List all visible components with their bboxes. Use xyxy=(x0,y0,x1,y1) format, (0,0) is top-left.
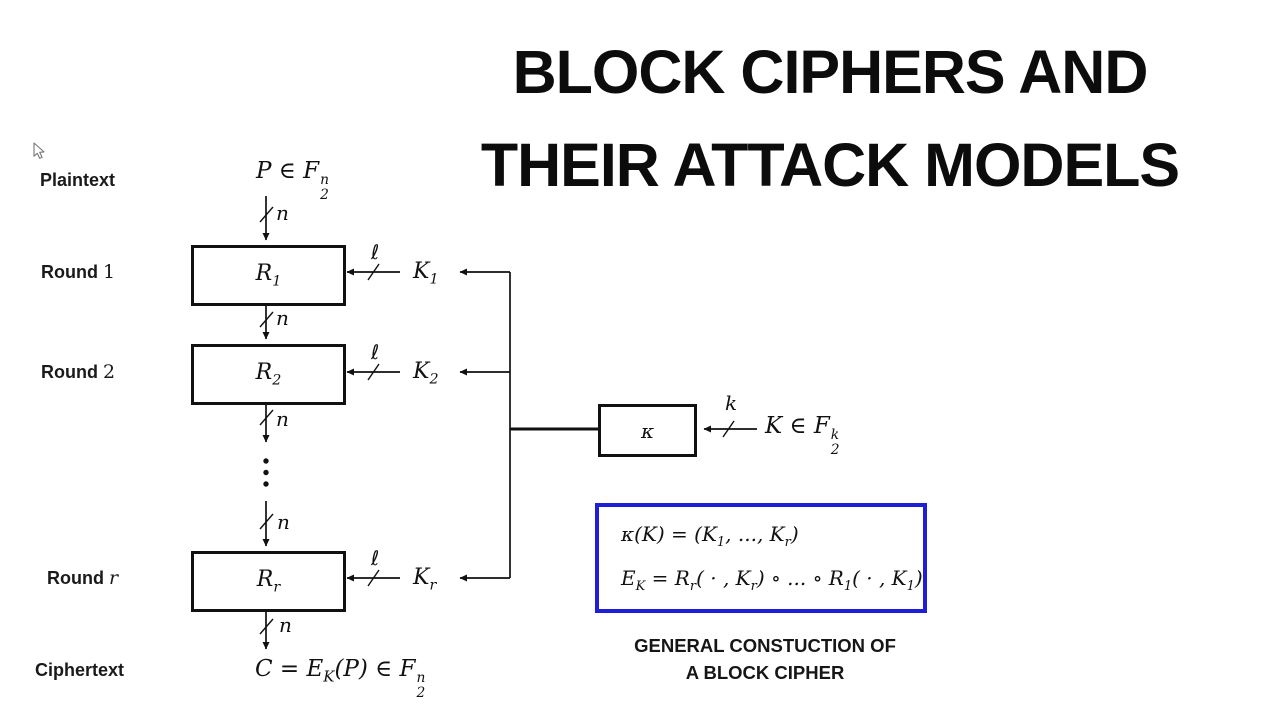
caption-line-1: GENERAL CONSTUCTION OF xyxy=(634,635,896,656)
round-word: Round xyxy=(41,262,98,282)
key-schedule-bus xyxy=(459,268,598,582)
round-r-box: Rr xyxy=(191,551,346,612)
bitwidth-n-1: n xyxy=(276,201,289,225)
round-number: 1 xyxy=(103,261,116,283)
title-line-2: THEIR ATTACK MODELS xyxy=(480,131,1180,199)
round-1-function: R1 xyxy=(255,261,282,290)
plaintext-label: Plaintext xyxy=(40,170,116,190)
round-key-1: K1 xyxy=(413,259,439,288)
construction-caption: GENERAL CONSTUCTION OF A BLOCK CIPHER xyxy=(570,632,960,686)
round-2-function: R2 xyxy=(255,360,282,389)
round-1-box: R1 xyxy=(191,245,346,306)
round-key-2: K2 xyxy=(413,359,439,388)
master-key-arrow xyxy=(703,420,757,438)
bitwidth-k: k xyxy=(725,391,738,415)
ciphertext-label: Ciphertext xyxy=(35,660,125,680)
bitwidth-n-4: n xyxy=(277,510,290,534)
encryption-composition-formula: EK = Rr( · , Kr) ∘ ... ∘ R1( · , K1) xyxy=(621,565,923,594)
bitwidth-n-3: n xyxy=(276,407,289,431)
round-2-label: Round 2 xyxy=(41,361,115,383)
caption-line-2: A BLOCK CIPHER xyxy=(685,662,845,683)
round-word: Round xyxy=(41,362,98,382)
construction-formula-box: κ(K) = (K1, ..., Kr) EK = Rr( · , Kr) ∘ … xyxy=(595,503,927,613)
key-schedule-formula: κ(K) = (K1, ..., Kr) xyxy=(621,522,799,551)
round-r-label: Round r xyxy=(47,567,118,589)
plaintext-flow-arrows xyxy=(259,196,274,650)
round-number: r xyxy=(109,567,119,589)
round-word: Round xyxy=(47,568,104,588)
round-number: 2 xyxy=(103,361,116,383)
title-line-1: BLOCK CIPHERS AND xyxy=(512,38,1149,106)
key-schedule-box: κ xyxy=(598,404,697,457)
bitwidth-ell-2: ℓ xyxy=(371,340,380,364)
mouse-cursor-icon xyxy=(33,142,45,159)
bitwidth-ell-r: ℓ xyxy=(371,546,380,570)
bitwidth-ell-1: ℓ xyxy=(371,240,380,264)
kappa-symbol: κ xyxy=(640,418,655,443)
round-1-label: Round 1 xyxy=(41,261,115,283)
bitwidth-n-2: n xyxy=(276,306,289,330)
round-r-function: Rr xyxy=(256,567,281,596)
slide-title: BLOCK CIPHERS AND THEIR ATTACK MODELS xyxy=(390,26,1270,212)
round-2-box: R2 xyxy=(191,344,346,405)
round-key-r: Kr xyxy=(413,565,437,594)
round-key-arrows xyxy=(346,263,400,587)
bitwidth-n-5: n xyxy=(279,613,292,637)
